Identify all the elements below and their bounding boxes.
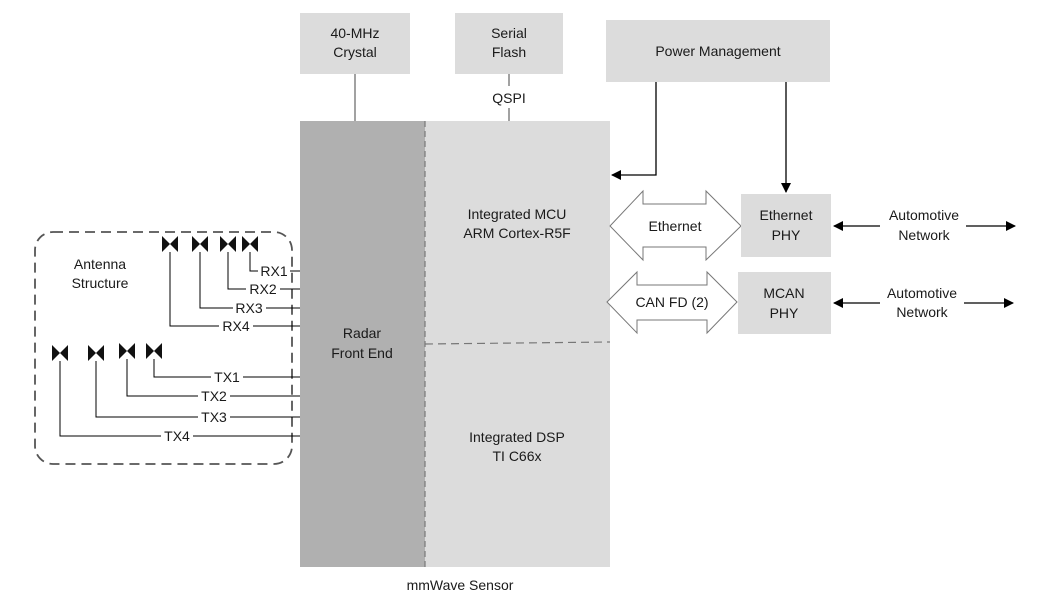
tx1-wire — [153, 359, 211, 378]
tx1-antenna-icon — [146, 343, 162, 359]
rx1-wire — [249, 252, 258, 272]
radar-front-end-block: Radar Front End — [300, 121, 425, 567]
network-label-line1: Automotive — [889, 207, 959, 223]
tx1-label: TX1 — [214, 369, 240, 385]
rx2-label: RX2 — [249, 281, 276, 297]
tx2-antenna-icon — [119, 343, 135, 359]
rx3-antenna-icon — [192, 236, 208, 252]
rx4-label: RX4 — [222, 318, 249, 334]
power-management-block: Power Management — [606, 20, 830, 82]
radar-front-end-line1: Radar — [343, 325, 381, 341]
qspi-label: QSPI — [492, 90, 525, 106]
antenna-dashed-border — [34, 231, 293, 465]
serial-flash-label-line2: Flash — [492, 44, 526, 60]
tx4-wire — [59, 361, 161, 437]
rx1-label: RX1 — [260, 263, 287, 279]
antenna-title-line1: Antenna — [74, 256, 126, 272]
rx4-wire — [169, 252, 219, 327]
crystal-block: 40-MHz Crystal — [300, 13, 410, 74]
mcan-phy-line1: MCAN — [763, 285, 804, 301]
tx2-label: TX2 — [201, 388, 227, 404]
antenna-title-line2: Structure — [72, 275, 129, 291]
mcu-label-line1: Integrated MCU — [468, 206, 567, 222]
rx2-wire — [227, 252, 246, 290]
mcan-phy-line2: PHY — [770, 305, 799, 321]
ethernet-phy-line2: PHY — [772, 227, 801, 243]
network-label-line2: Network — [898, 227, 950, 243]
ethernet-bus-arrow: Ethernet — [609, 189, 742, 262]
power-management-label: Power Management — [655, 43, 780, 59]
ethernet-phy-line1: Ethernet — [760, 207, 813, 223]
dsp-label-line1: Integrated DSP — [469, 429, 565, 445]
serial-flash-label-line1: Serial — [491, 25, 527, 41]
serial-flash-block: Serial Flash — [455, 13, 563, 74]
radar-front-end-line2: Front End — [331, 345, 392, 361]
mcu-label-line2: ARM Cortex-R5F — [463, 225, 570, 241]
power-to-mcu-arrow — [611, 82, 657, 180]
rx1-antenna-icon — [242, 236, 258, 252]
mcu-dsp-divider-dashed — [424, 341, 611, 345]
antenna-structure: Antenna Structure RX1 RX2 RX3 RX4 TX1 TX… — [34, 231, 300, 465]
crystal-label-line1: 40-MHz — [330, 25, 379, 41]
tx2-wire — [126, 359, 198, 397]
tx3-antenna-icon — [88, 345, 104, 361]
rx3-wire — [199, 252, 233, 309]
ethernet-phy-block: Ethernet PHY — [741, 194, 831, 257]
automotive-network-mcan: Automotive Network — [833, 285, 1014, 320]
tx3-wire — [95, 361, 198, 418]
tx4-label: TX4 — [164, 428, 190, 444]
mmwave-sensor-caption: mmWave Sensor — [407, 577, 514, 593]
network-label-line1: Automotive — [887, 285, 957, 301]
dsp-label-line2: TI C66x — [492, 448, 541, 464]
rx3-label: RX3 — [235, 300, 262, 316]
rx2-antenna-icon — [220, 236, 236, 252]
can-fd-bus-label: CAN FD (2) — [635, 294, 708, 310]
rx4-antenna-icon — [162, 236, 178, 252]
automotive-network-ethernet: Automotive Network — [833, 207, 1016, 243]
can-fd-bus-arrow: CAN FD (2) — [606, 270, 738, 335]
ethernet-bus-label: Ethernet — [649, 218, 702, 234]
crystal-label-line2: Crystal — [333, 44, 377, 60]
tx3-label: TX3 — [201, 409, 227, 425]
tx4-antenna-icon — [52, 345, 68, 361]
network-label-line2: Network — [896, 304, 948, 320]
mcan-phy-block: MCAN PHY — [738, 272, 831, 334]
